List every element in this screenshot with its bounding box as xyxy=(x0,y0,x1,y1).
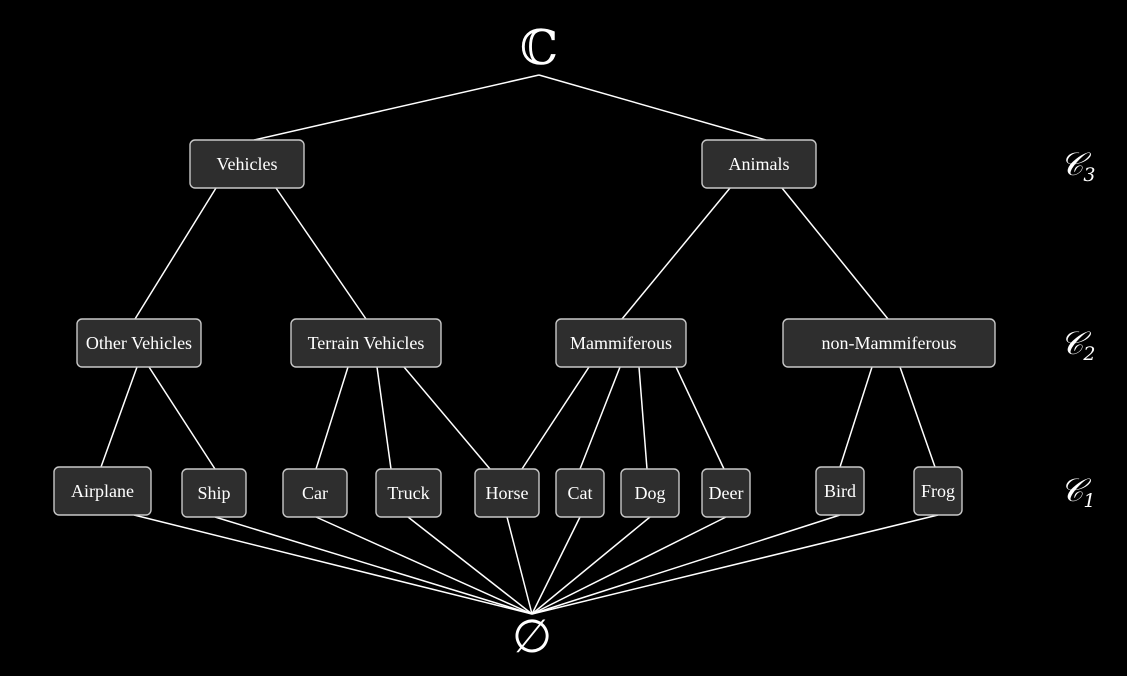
node-frog: Frog xyxy=(913,466,963,516)
node-animals: Animals xyxy=(701,139,817,189)
level-label-c2: 𝒞2 xyxy=(1060,324,1095,365)
node-box xyxy=(375,468,442,518)
edge-cat-to-bottom xyxy=(531,516,581,615)
node-cat: Cat xyxy=(555,468,605,518)
edge-top-to-animals xyxy=(538,74,767,141)
edge-animals-to-non-mammiferous xyxy=(781,187,889,320)
edge-horse-to-bottom xyxy=(506,516,533,615)
node-ship: Ship xyxy=(181,468,247,518)
node-bird: Bird xyxy=(815,466,865,516)
node-label: Frog xyxy=(921,481,955,501)
top-symbol: ℂ xyxy=(520,20,558,76)
node-terrain-vehicles: Terrain Vehicles xyxy=(290,318,442,368)
node-label: Ship xyxy=(197,483,230,503)
node-box xyxy=(181,468,247,518)
node-label: Airplane xyxy=(71,481,134,501)
edge-other-vehicles-to-ship xyxy=(148,366,216,470)
svg-text:𝒞1: 𝒞1 xyxy=(1060,471,1095,512)
edge-deer-to-bottom xyxy=(531,516,727,615)
node-box xyxy=(290,318,442,368)
edge-mammiferous-to-cat xyxy=(579,366,621,470)
edge-terrain-vehicles-to-truck xyxy=(376,366,392,470)
node-label: Dog xyxy=(635,483,666,503)
bottom-symbol: ∅ xyxy=(512,609,552,663)
edge-bird-to-bottom xyxy=(531,514,841,615)
edge-non-mammiferous-to-frog xyxy=(899,366,936,468)
node-non-mammiferous: non-Mammiferous xyxy=(782,318,996,368)
node-box xyxy=(555,468,605,518)
svg-text:𝒞3: 𝒞3 xyxy=(1060,145,1095,186)
node-other-vehicles: Other Vehicles xyxy=(76,318,202,368)
node-horse: Horse xyxy=(474,468,540,518)
node-label: Animals xyxy=(729,154,790,174)
node-box xyxy=(189,139,305,189)
node-box xyxy=(282,468,348,518)
edge-vehicles-to-other-vehicles xyxy=(134,187,217,320)
node-box xyxy=(53,466,152,516)
node-box xyxy=(701,139,817,189)
level-label-c1: 𝒞1 xyxy=(1060,471,1095,512)
edge-terrain-vehicles-to-horse xyxy=(403,366,491,470)
node-label: non-Mammiferous xyxy=(822,333,957,353)
node-label: Terrain Vehicles xyxy=(308,333,425,353)
edge-mammiferous-to-dog xyxy=(638,366,648,470)
node-box xyxy=(815,466,865,516)
node-box xyxy=(701,468,751,518)
node-car: Car xyxy=(282,468,348,518)
node-label: Deer xyxy=(709,483,744,503)
edge-frog-to-bottom xyxy=(531,514,939,615)
node-deer: Deer xyxy=(701,468,751,518)
node-vehicles: Vehicles xyxy=(189,139,305,189)
edge-vehicles-to-terrain-vehicles xyxy=(275,187,367,320)
node-label: Vehicles xyxy=(217,154,278,174)
edge-other-vehicles-to-airplane xyxy=(100,366,138,468)
edge-non-mammiferous-to-bird xyxy=(839,366,873,468)
edge-airplane-to-bottom xyxy=(133,514,533,615)
node-label: Horse xyxy=(486,483,529,503)
node-box xyxy=(76,318,202,368)
node-label: Bird xyxy=(824,481,856,501)
node-truck: Truck xyxy=(375,468,442,518)
node-label: Car xyxy=(302,483,328,503)
edge-truck-to-bottom xyxy=(407,516,533,615)
node-mammiferous: Mammiferous xyxy=(555,318,687,368)
node-airplane: Airplane xyxy=(53,466,152,516)
node-label: Other Vehicles xyxy=(86,333,192,353)
node-dog: Dog xyxy=(620,468,680,518)
node-box xyxy=(555,318,687,368)
edge-terrain-vehicles-to-car xyxy=(315,366,349,470)
node-label: Cat xyxy=(568,483,593,503)
node-label: Truck xyxy=(387,483,429,503)
svg-text:𝒞2: 𝒞2 xyxy=(1060,324,1095,365)
edge-car-to-bottom xyxy=(315,516,533,615)
edge-mammiferous-to-horse xyxy=(521,366,590,470)
edge-top-to-vehicles xyxy=(253,74,540,141)
edge-animals-to-mammiferous xyxy=(621,187,731,320)
node-box xyxy=(474,468,540,518)
node-box xyxy=(913,466,963,516)
edges xyxy=(100,74,939,615)
edge-mammiferous-to-deer xyxy=(675,366,725,470)
level-label-c3: 𝒞3 xyxy=(1060,145,1095,186)
node-label: Mammiferous xyxy=(570,333,672,353)
node-box xyxy=(620,468,680,518)
edge-ship-to-bottom xyxy=(214,516,533,615)
edge-dog-to-bottom xyxy=(531,516,651,615)
node-box xyxy=(782,318,996,368)
